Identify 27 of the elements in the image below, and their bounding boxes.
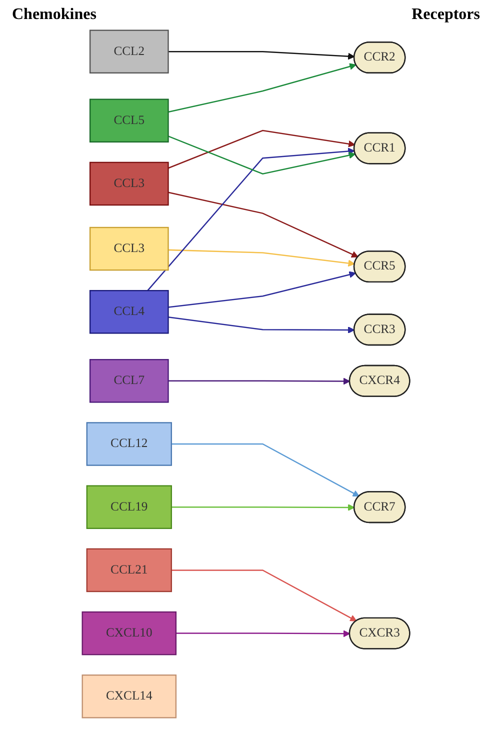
node-box: CCL3 — [89, 162, 169, 206]
arrow — [168, 192, 358, 258]
arrow — [168, 249, 356, 267]
arrow — [176, 630, 350, 638]
node-box: CCL12 — [86, 422, 172, 466]
node-box: CCL21 — [86, 548, 172, 592]
arrow — [168, 130, 356, 169]
column-heading: Chemokines — [12, 6, 96, 24]
node-box: CXCL10 — [82, 611, 177, 656]
arrow — [171, 570, 357, 622]
arrow — [171, 504, 355, 511]
column-heading: Receptors — [412, 6, 480, 24]
arrow — [171, 443, 360, 497]
node-box: CCL3 — [89, 226, 169, 271]
node-box: CCL19 — [86, 485, 172, 529]
node-box: CCL4 — [89, 290, 169, 334]
node-box: CCL5 — [89, 98, 169, 142]
arrow — [168, 378, 350, 385]
node-box: CCL2 — [89, 30, 169, 74]
node-box: CCL7 — [89, 359, 169, 403]
arrow — [168, 271, 356, 308]
node-box: CXCL14 — [82, 674, 177, 718]
arrow — [168, 63, 356, 113]
arrow — [168, 316, 355, 334]
arrow — [168, 50, 355, 60]
arrow — [168, 136, 356, 175]
arrow — [147, 148, 355, 291]
